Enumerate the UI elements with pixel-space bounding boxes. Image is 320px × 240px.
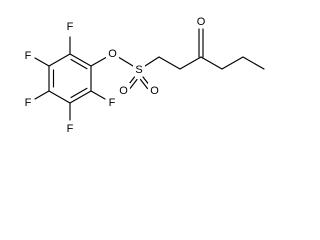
bond-c1-c2 <box>158 56 181 70</box>
bond-c4-c5 <box>221 56 244 70</box>
bond-s-o-double <box>129 78 138 90</box>
atom-f-bottom: F <box>67 123 74 135</box>
ring-bond <box>69 53 92 67</box>
atom-s: S <box>135 64 142 76</box>
atom-f-right: F <box>109 97 116 109</box>
aromatic-ring <box>48 53 92 104</box>
bond-c5-c6 <box>242 56 265 70</box>
atom-o-sulfonyl-left: O <box>119 85 128 97</box>
bond-s-o-double <box>139 78 149 90</box>
bond-c-o-ester <box>90 56 107 67</box>
bond-o-s <box>118 56 134 67</box>
atom-o-sulfonyl-right: O <box>150 85 159 97</box>
bond-s-c1 <box>144 56 160 67</box>
ring-double-bond <box>70 87 88 99</box>
atom-labels: F F F F F O S O O O <box>22 14 208 135</box>
ring-double-bond <box>70 58 88 70</box>
bond-c-f-lower-left <box>34 90 50 100</box>
structure-canvas: F F F F F O S O O O <box>22 14 265 135</box>
bond-c3-c4 <box>200 56 223 70</box>
atom-o-ester: O <box>108 48 117 60</box>
ring-bond <box>48 53 71 67</box>
atom-f-top: F <box>67 21 74 33</box>
bond-c2-c3 <box>179 56 202 70</box>
ring-bond <box>69 90 92 104</box>
ring-bond <box>48 90 71 104</box>
molecule-diagram: F F F F F O S O O O <box>22 14 265 135</box>
bond-c-f-upper-left <box>34 57 50 67</box>
bond-c-f-right <box>90 90 106 100</box>
atom-f-upper-left: F <box>25 50 32 62</box>
atom-o-ketone: O <box>197 16 206 28</box>
atom-f-lower-left: F <box>25 97 32 109</box>
